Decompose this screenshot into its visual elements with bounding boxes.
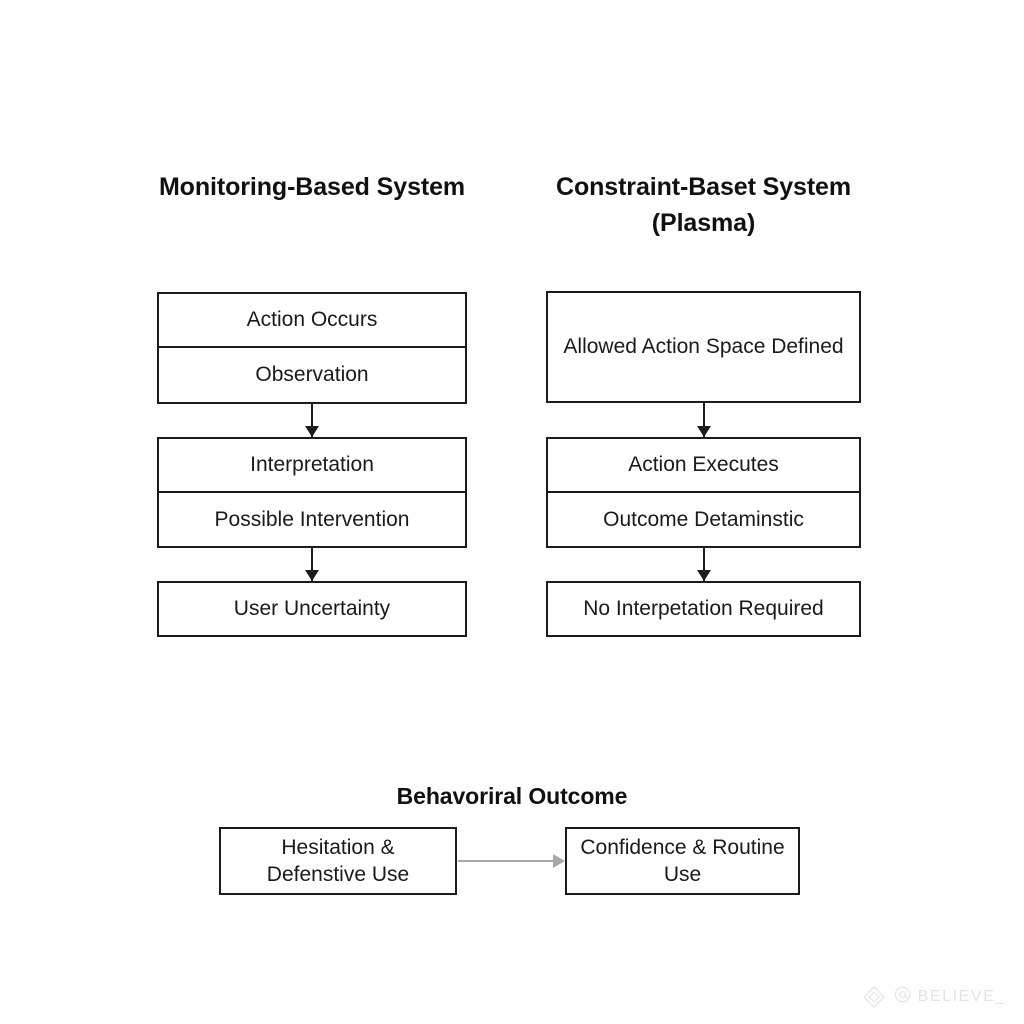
arrow-shaft (311, 548, 313, 581)
process-step-observation: Observation (255, 363, 369, 387)
arrow-head-icon (697, 426, 711, 437)
outcome-box-hesitation: Hesitation & Defenstive Use (219, 827, 457, 895)
process-box-no-interpretation-required: No Interpetation Required (546, 581, 861, 637)
watermark: BELIEVE_ (861, 984, 1006, 1010)
arrow-shaft (458, 860, 554, 862)
arrow-shaft (703, 403, 705, 437)
process-box-execution-outcome: Action Executes Outcome Detaminstic (546, 437, 861, 548)
process-box-action-observation: Action Occurs Observation (157, 292, 467, 404)
outcome-label-hesitation-defensive-use: Hesitation & Defenstive Use (266, 835, 410, 886)
process-box-user-uncertainty: User Uncertainty (157, 581, 467, 637)
diamond-logo-icon (862, 986, 885, 1008)
process-step-action-executes: Action Executes (548, 439, 859, 493)
process-box-interpretation-intervention: Interpretation Possible Intervention (157, 437, 467, 548)
arrow-head-icon (305, 570, 319, 581)
outcome-transition-arrow (458, 854, 565, 868)
process-step-no-interpretation-required: No Interpetation Required (583, 597, 824, 621)
at-sign-icon (894, 986, 910, 1003)
column-title-monitoring: Monitoring-Based System (158, 173, 466, 201)
flow-arrow-down-left-2 (305, 548, 319, 581)
arrow-head-icon (697, 570, 711, 581)
process-step-possible-intervention: Possible Intervention (214, 507, 410, 531)
arrow-head-icon (553, 854, 565, 868)
arrow-shaft (311, 404, 313, 437)
flow-arrow-down-left-1 (305, 404, 319, 437)
flow-arrow-down-right-2 (697, 548, 711, 581)
process-step-user-uncertainty: User Uncertainty (233, 597, 391, 621)
process-step-action-occurs: Action Occurs (159, 294, 465, 348)
arrow-head-icon (305, 426, 319, 437)
watermark-handle: BELIEVE_ (917, 988, 1006, 1005)
process-step-interpretation: Interpretation (159, 439, 465, 493)
column-title-constraint: Constraint-Baset System (Plasma) (555, 173, 851, 237)
outcome-section-title: Behavoriral Outcome (396, 783, 628, 809)
process-box-allowed-action-space: Allowed Action Space Defined (546, 291, 861, 403)
watermark-at-sign (894, 986, 911, 1008)
outcome-label-confidence-routine-use: Confidence & Routine Use (580, 835, 785, 886)
flow-arrow-down-right-1 (697, 403, 711, 437)
process-step-outcome-deterministic: Outcome Detaminstic (603, 507, 804, 531)
process-step-allowed-action-space-defined: Allowed Action Space Defined (563, 335, 844, 359)
arrow-shaft (703, 548, 705, 581)
outcome-box-confidence: Confidence & Routine Use (565, 827, 800, 895)
